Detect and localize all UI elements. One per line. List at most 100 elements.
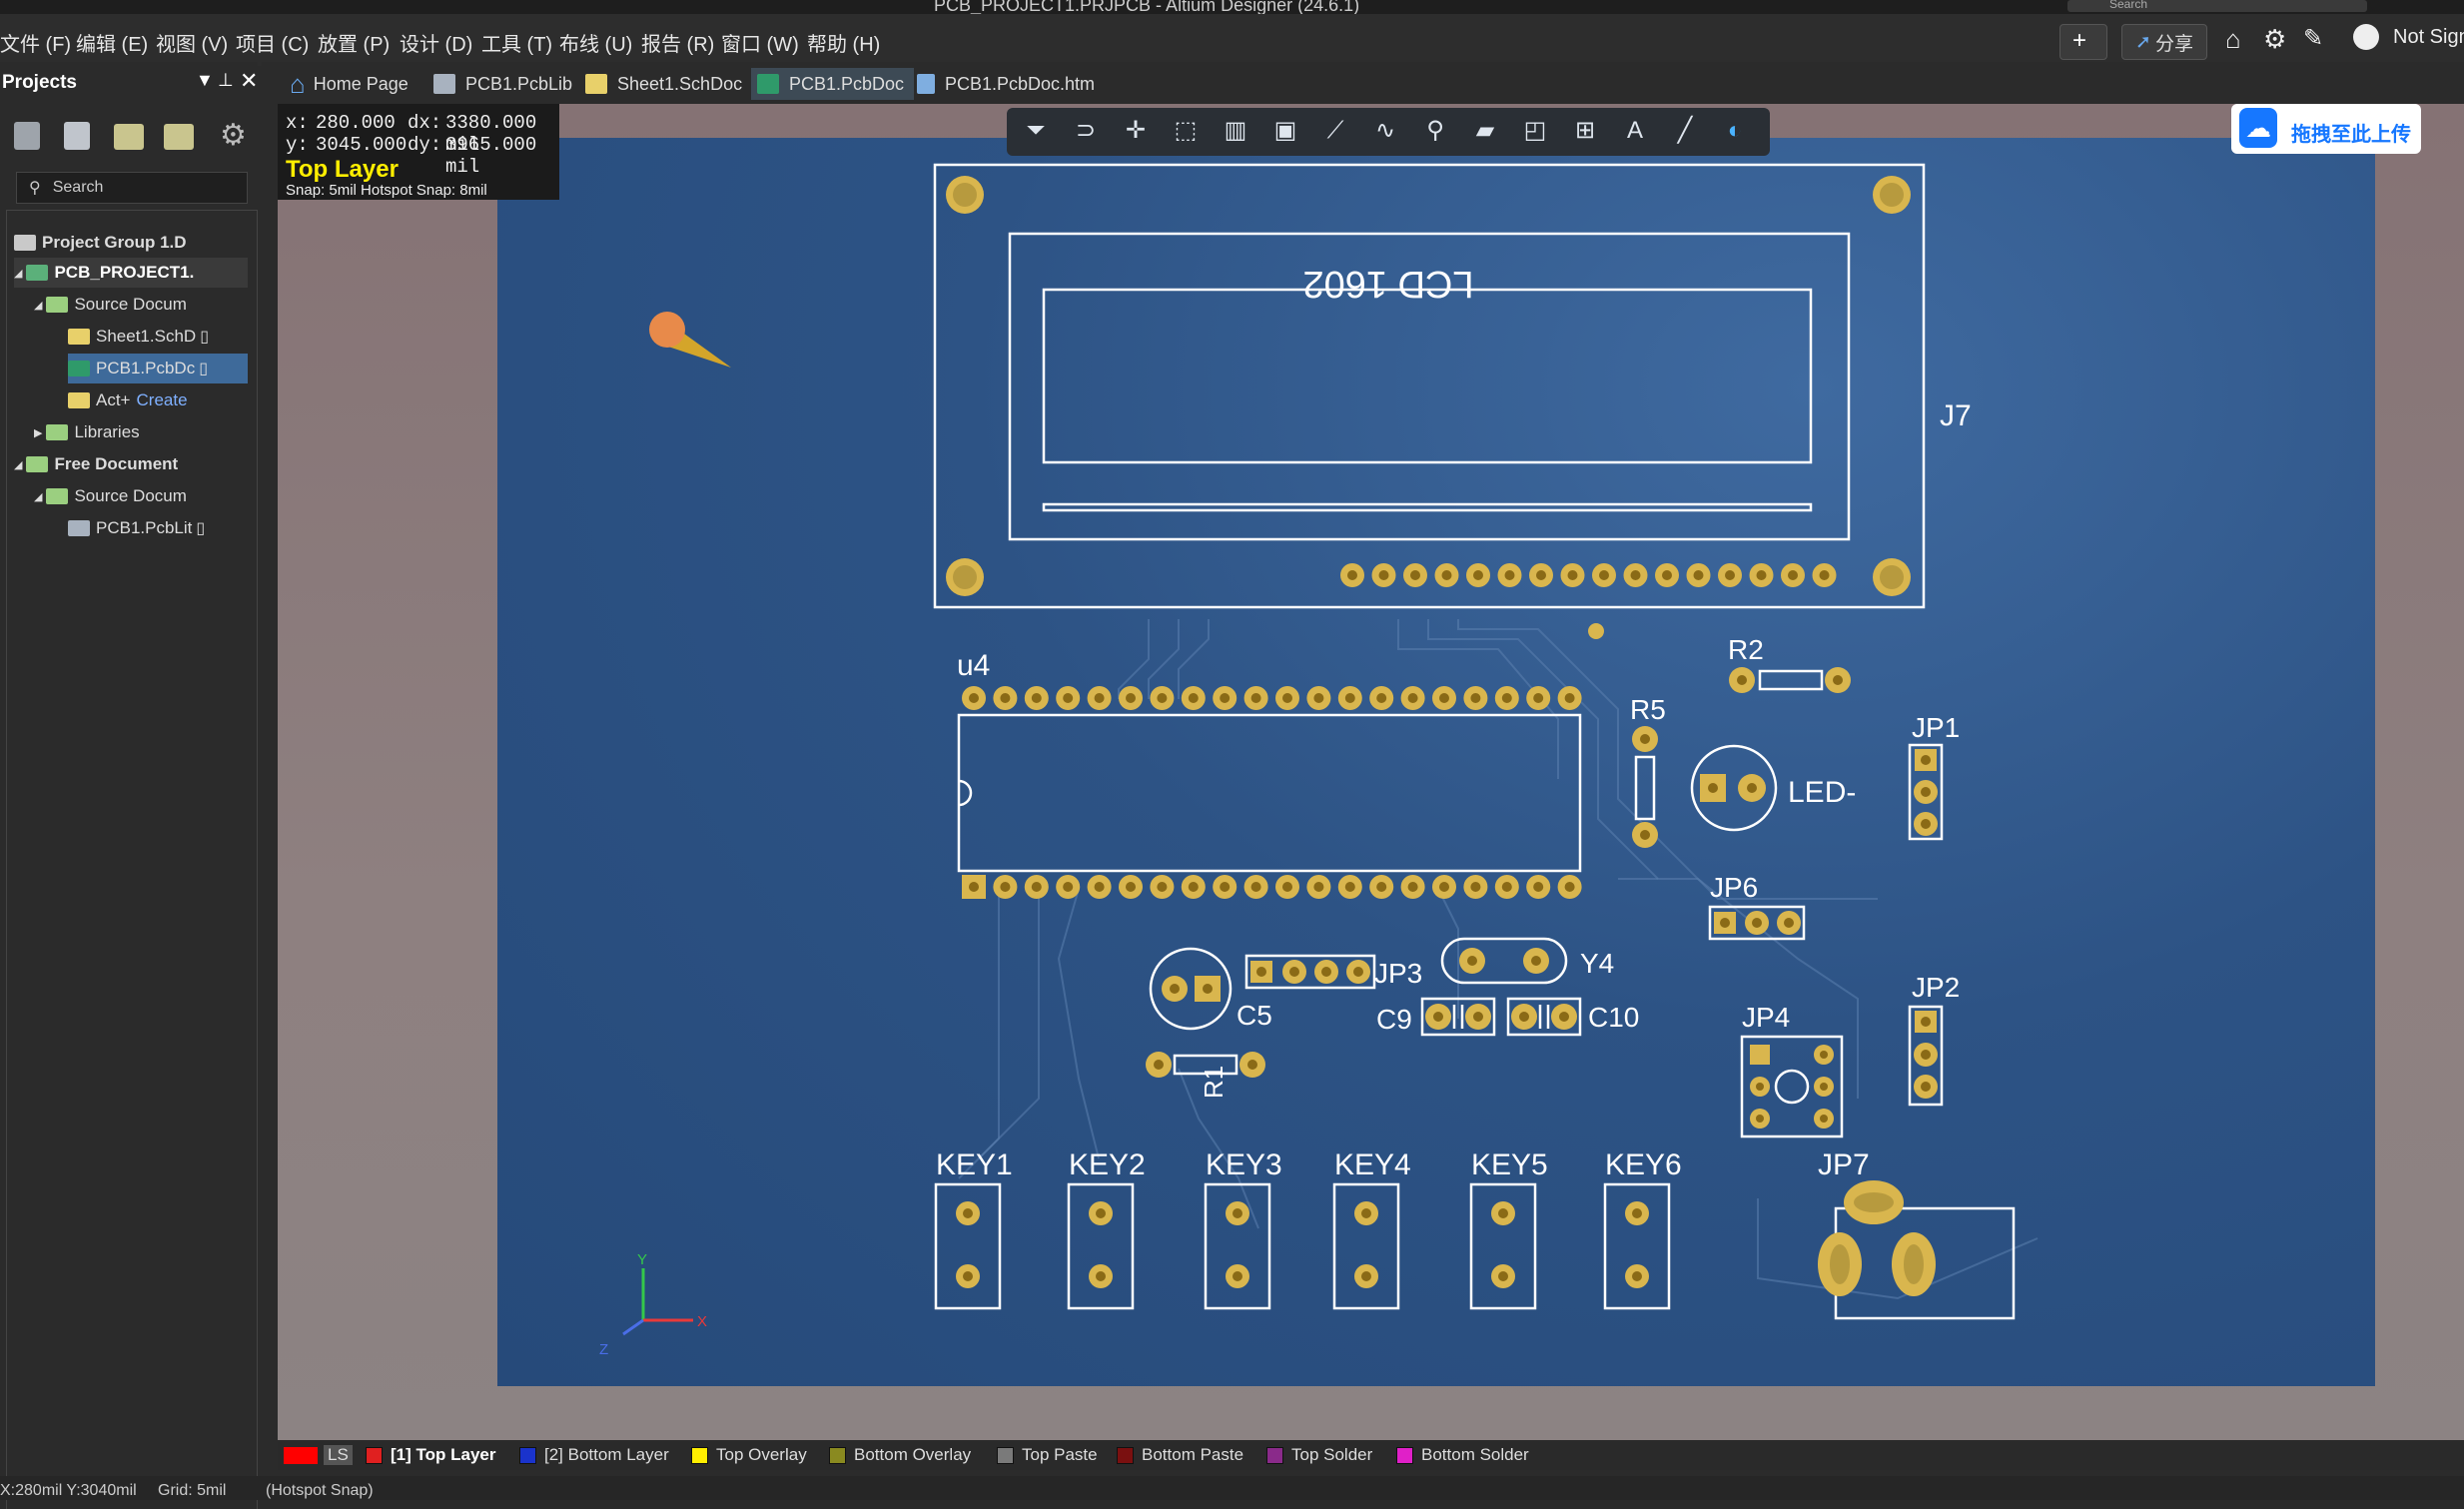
upload-widget[interactable]: ☁ 拖拽至此上传 <box>2231 104 2421 154</box>
home-icon[interactable]: ⌂ <box>2225 24 2241 54</box>
tree-free-source-documents[interactable]: ◢ Source Docum <box>34 481 248 511</box>
tree-act-create[interactable]: Act+ Create <box>68 385 248 415</box>
3d-body-icon[interactable]: ◐ <box>1727 117 1743 144</box>
layer-top[interactable]: [1] Top Layer <box>366 1444 495 1466</box>
diff-pair-icon[interactable]: ∿ <box>1374 117 1396 144</box>
menu-help[interactable]: 帮助 (H) <box>807 34 881 56</box>
pin-icon[interactable]: ⊥ <box>218 70 234 90</box>
tab-schdoc[interactable]: Sheet1.SchDoc <box>579 68 752 100</box>
crosshair-icon[interactable]: ✛ <box>1125 117 1147 144</box>
pcb-project-icon <box>26 265 49 281</box>
polygon-icon[interactable]: ◰ <box>1523 117 1547 144</box>
user-name[interactable]: Not Sign <box>2393 26 2464 48</box>
tree-pcb1-pcblib[interactable]: PCB1.PcbLit ▯ <box>68 513 248 543</box>
menu-edit[interactable]: 编辑 (E) <box>76 34 149 56</box>
menu-place[interactable]: 放置 (P) <box>318 34 391 56</box>
status-coords: X:280mil Y:3040mil <box>0 1482 137 1499</box>
settings-gear-icon[interactable]: ⚙ <box>220 119 247 152</box>
add-folder-icon[interactable] <box>114 124 144 150</box>
layer-top-overlay[interactable]: Top Overlay <box>691 1444 807 1466</box>
fill-icon[interactable]: ▰ <box>1475 117 1495 144</box>
tab-pcbdoc[interactable]: PCB1.PcbDoc <box>751 68 915 100</box>
layer-set-button[interactable]: LS <box>284 1444 353 1466</box>
projects-search-placeholder: Search <box>52 179 104 196</box>
tab-pcblib[interactable]: PCB1.PcbLib <box>427 68 582 100</box>
dropdown-icon[interactable]: ▼ <box>196 70 214 90</box>
menu-tools[interactable]: 工具 (T) <box>481 34 553 56</box>
filter-icon[interactable]: ⏷ <box>1026 117 1046 144</box>
menu-design[interactable]: 设计 (D) <box>400 34 473 56</box>
folder-options-icon[interactable] <box>164 124 194 150</box>
save-icon[interactable] <box>14 122 40 150</box>
layer-label: Top Overlay <box>716 1445 807 1464</box>
projects-title: Projects <box>2 72 77 93</box>
open-project-icon[interactable] <box>64 122 90 150</box>
tree-pcb-project[interactable]: ◢ PCB_PROJECT1. <box>14 258 248 288</box>
layer-top-paste[interactable]: Top Paste <box>997 1444 1098 1466</box>
jp1-outline <box>1908 743 1944 841</box>
align-icon[interactable]: ▥ <box>1224 117 1247 144</box>
pcblib-icon <box>433 74 455 94</box>
u4-notch <box>958 779 973 807</box>
layer-bottom[interactable]: [2] Bottom Layer <box>519 1444 669 1466</box>
dimension-icon[interactable]: ⊞ <box>1574 117 1596 144</box>
layer-label: LS <box>324 1445 353 1465</box>
via-icon[interactable]: ⚲ <box>1426 117 1444 144</box>
close-icon[interactable]: ✕ <box>240 68 259 93</box>
ref-jp6: JP6 <box>1710 872 1758 903</box>
tab-label: Home Page <box>313 73 409 94</box>
menu-file[interactable]: 文件 (F) <box>0 34 72 56</box>
layer-bottom-paste[interactable]: Bottom Paste <box>1117 1444 1243 1466</box>
layer-bottom-overlay[interactable]: Bottom Overlay <box>829 1444 971 1466</box>
text-icon[interactable]: A <box>1626 117 1643 144</box>
component-icon[interactable]: ▣ <box>1273 117 1297 144</box>
route-icon[interactable]: ⟋ <box>1326 117 1344 144</box>
tree-libraries[interactable]: ▶ Libraries <box>34 417 248 447</box>
tree-sheet1[interactable]: Sheet1.SchD ▯ <box>68 322 248 352</box>
tree-label: Sheet1.SchD <box>96 327 197 346</box>
r5-body <box>1634 755 1656 821</box>
menu-window[interactable]: 窗口 (W) <box>721 34 799 56</box>
notification-off-icon[interactable]: ✎ <box>2303 25 2324 52</box>
plus-icon: + <box>2072 27 2087 54</box>
menu-view[interactable]: 视图 (V) <box>156 34 229 56</box>
tab-home-page[interactable]: ⌂ Home Page <box>284 68 418 100</box>
magnet-icon[interactable]: ⊃ <box>1075 117 1097 144</box>
line-icon[interactable]: ╱ <box>1677 117 1693 144</box>
search-box[interactable]: Search <box>2067 0 2367 12</box>
axis-gizmo: Y X Z <box>599 1251 707 1358</box>
comment-button[interactable]: + <box>2059 24 2107 60</box>
tree-pcb1-pcbdoc[interactable]: PCB1.PcbDc ▯ <box>68 354 248 383</box>
tree-source-documents[interactable]: ◢ Source Docum <box>34 290 248 320</box>
tree-project-group[interactable]: Project Group 1.D <box>14 228 254 258</box>
expand-icon: ◢ <box>14 267 23 280</box>
select-rect-icon[interactable]: ⬚ <box>1174 117 1198 144</box>
ref-u4: u4 <box>957 649 990 682</box>
tab-htm[interactable]: PCB1.PcbDoc.htm <box>911 68 1105 100</box>
layer-label: [2] Bottom Layer <box>544 1445 669 1464</box>
u4-top-pins <box>962 686 1582 710</box>
menu-project[interactable]: 项目 (C) <box>236 34 310 56</box>
ref-r2: R2 <box>1728 634 1764 665</box>
jp4-outline <box>1740 1035 1844 1138</box>
menu-reports[interactable]: 报告 (R) <box>641 34 715 56</box>
layer-top-solder[interactable]: Top Solder <box>1266 1444 1372 1466</box>
create-link[interactable]: Create <box>136 390 188 409</box>
layer-swatch <box>1117 1446 1134 1464</box>
gear-icon[interactable]: ⚙ <box>2263 24 2287 54</box>
status-bar: X:280mil Y:3040mil Grid: 5mil (Hotspot S… <box>0 1476 2464 1500</box>
layer-bottom-solder[interactable]: Bottom Solder <box>1396 1444 1529 1466</box>
layer-set-swatch <box>284 1446 318 1464</box>
info-snap: Snap: 5mil Hotspot Snap: 8mil <box>286 182 487 199</box>
share-button[interactable]: ➚ 分享 <box>2121 24 2207 60</box>
projects-search[interactable]: ⚲ Search <box>16 172 248 204</box>
pcb-board[interactable] <box>497 138 2375 1386</box>
tree-free-documents[interactable]: ◢ Free Document <box>14 449 248 479</box>
menu-route[interactable]: 布线 (U) <box>559 34 633 56</box>
ref-r5: R5 <box>1630 694 1666 725</box>
user-icon[interactable] <box>2353 24 2379 50</box>
act-icon <box>68 392 90 408</box>
snap-cursor <box>649 312 731 368</box>
